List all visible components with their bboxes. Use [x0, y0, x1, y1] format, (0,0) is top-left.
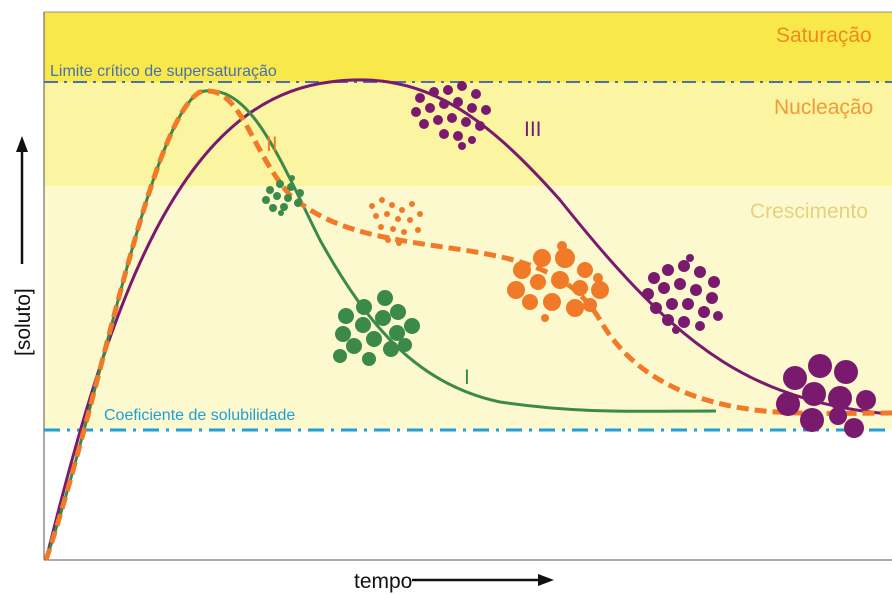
growth-zone [44, 186, 892, 430]
supersaturation-label: Limite crítico de supersaturação [50, 63, 277, 80]
purple-cluster-small-icon [411, 81, 491, 150]
saturation-zone [44, 12, 892, 82]
purple-cluster-large-icon [776, 354, 876, 438]
y-axis-label: [soluto] [12, 288, 35, 356]
x-axis-label: tempo [354, 570, 412, 593]
nucleation-label: Nucleação [774, 96, 873, 119]
orange-cluster-large-icon [507, 241, 609, 322]
curve-label-i: I [464, 366, 470, 389]
green-cluster-large-icon [333, 290, 420, 366]
saturation-label: Saturação [776, 24, 872, 47]
x-axis-arrow-icon [538, 574, 554, 586]
curve-label-ii: II [266, 133, 278, 156]
nucleation-zone [44, 82, 892, 186]
solubility-label: Coeficiente de solubilidade [104, 407, 295, 424]
growth-label: Crescimento [750, 200, 868, 223]
green-cluster-small-icon [262, 175, 304, 216]
curve-label-iii: III [524, 118, 542, 141]
y-axis-arrow-icon [16, 136, 28, 152]
purple-cluster-medium-icon [642, 254, 723, 334]
orange-cluster-small-icon [369, 197, 423, 246]
